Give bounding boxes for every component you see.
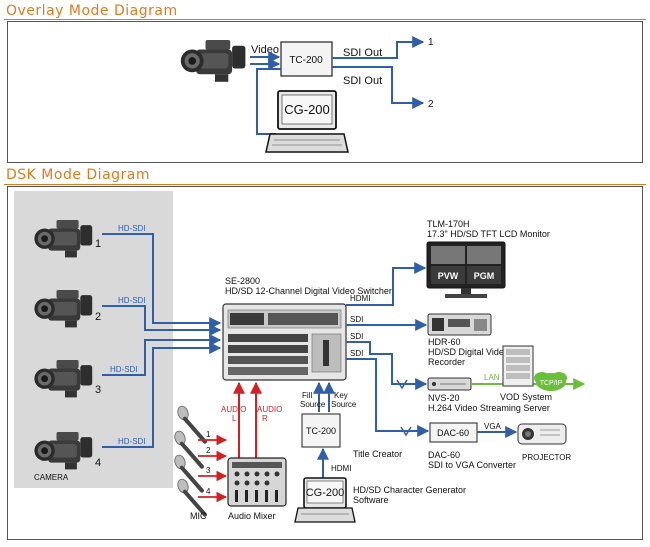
lan-label: LAN [484,373,500,382]
mic-number-2: 2 [206,446,211,455]
key-source-label-1: Key [334,391,348,400]
hdsdi-line-4 [102,342,222,448]
switcher-description: HD/SD 12-Channel Digital Video Switcher [225,286,392,296]
dac-box-label: DAC-60 [437,428,469,438]
switcher-device [222,303,347,381]
dsk-title: DSK Mode Diagram [6,167,151,183]
nvs-model: NVS-20 [428,393,460,403]
vod-server-rack [502,345,534,387]
mic-label: MIC [190,511,207,521]
overlay-cg200-label: CG-200 [284,102,330,117]
audio-r-label-2: R [262,414,268,423]
overlay-sdi-out-2: SDI Out [343,75,382,87]
audio-mixer-device [227,457,287,507]
hdsdi-label-4: HD-SDI [118,437,146,446]
camera-label: CAMERA [34,473,69,482]
vod-label: VOD System [500,392,552,402]
hdmi-out-label: HDMI [350,294,370,303]
sdi-out-label-3: SDI [350,349,363,358]
pvw-label: PVW [438,271,459,281]
monitor-description: 17.3" HD/SD TFT LCD Monitor [427,229,550,239]
dsk-tc200-box [301,413,341,448]
dsk-tc200-label: TC-200 [306,426,336,436]
projector-label: PROJECTOR [522,453,571,462]
mic-number-1: 1 [206,430,211,439]
hdsdi-label-1: HD-SDI [118,224,146,233]
audio-mixer-label: Audio Mixer [228,511,276,521]
overlay-video-label: Video [251,44,279,56]
recorder-device [427,313,492,336]
sdi-to-nvs-line [346,341,428,390]
hdsdi-line-3 [102,334,222,376]
dsk-cg200-laptop [294,477,356,523]
pgm-label: PGM [474,271,495,281]
switcher-model: SE-2800 [225,276,260,286]
vga-label: VGA [484,422,502,431]
hdmi-to-monitor-line [346,262,427,306]
overlay-video-line [250,51,281,70]
overlay-title: Overlay Mode Diagram [6,3,178,19]
fill-source-label-1: Fill [302,391,312,400]
overlay-output-2: 2 [428,99,434,110]
monitor-model: TLM-170H [427,219,470,229]
camera-number-4: 4 [95,457,101,469]
sdi-to-dac-line [346,358,430,437]
monitor-device [426,241,506,298]
projector-device [517,423,567,445]
tcpip-label: TCP/IP [540,380,563,387]
recorder-model: HDR-60 [428,337,461,347]
nvs-description: H.264 Video Streaming Server [428,403,550,413]
overlay-cg-link-line [256,68,281,135]
overlay-camera [180,40,246,82]
tcpip-cloud [534,372,567,391]
audio-r-label-1: AUDIO [257,405,282,414]
hdmi-in-label: HDMI [331,464,351,473]
hdsdi-label-3: HD-SDI [110,365,138,374]
cg-description-2: Software [353,495,389,505]
dsk-cg200-label: CG-200 [306,487,345,499]
recorder-description-2: Recorder [428,357,465,367]
camera-number-2: 2 [95,311,101,323]
overlay-tc200-label: TC-200 [289,55,323,66]
nvs-device [427,377,472,391]
overlay-sdi-out-1-line [332,36,425,59]
overlay-sdi-out-1: SDI Out [343,47,382,59]
mic-number-4: 4 [206,487,211,496]
key-source-label-2: Source [331,400,357,409]
sdi-out-label-2: SDI [350,332,363,341]
dsk-title-rule [4,184,646,185]
cg-description-1: HD/SD Character Generator [353,485,466,495]
overlay-title-rule [4,19,646,20]
mic-number-3: 3 [206,466,211,475]
hdsdi-line-1 [102,233,222,329]
dac-description: SDI to VGA Converter [428,460,516,470]
hdsdi-label-2: HD-SDI [118,296,146,305]
audio-l-label-2: L [232,414,237,423]
camera-number-3: 3 [95,384,101,396]
recorder-description-1: HD/SD Digital Video [428,347,509,357]
overlay-output-1: 1 [428,37,434,48]
camera-number-1: 1 [95,238,101,250]
overlay-cg200-laptop [265,90,349,153]
audio-l-label-1: AUDIO [221,405,246,414]
overlay-sdi-out-2-line [332,66,425,109]
title-creator-label: Title Creator [353,449,402,459]
fill-source-label-2: Source [300,400,326,409]
hdsdi-line-2 [102,305,222,336]
sdi-out-label-1: SDI [350,315,363,324]
dac-model: DAC-60 [428,450,460,460]
